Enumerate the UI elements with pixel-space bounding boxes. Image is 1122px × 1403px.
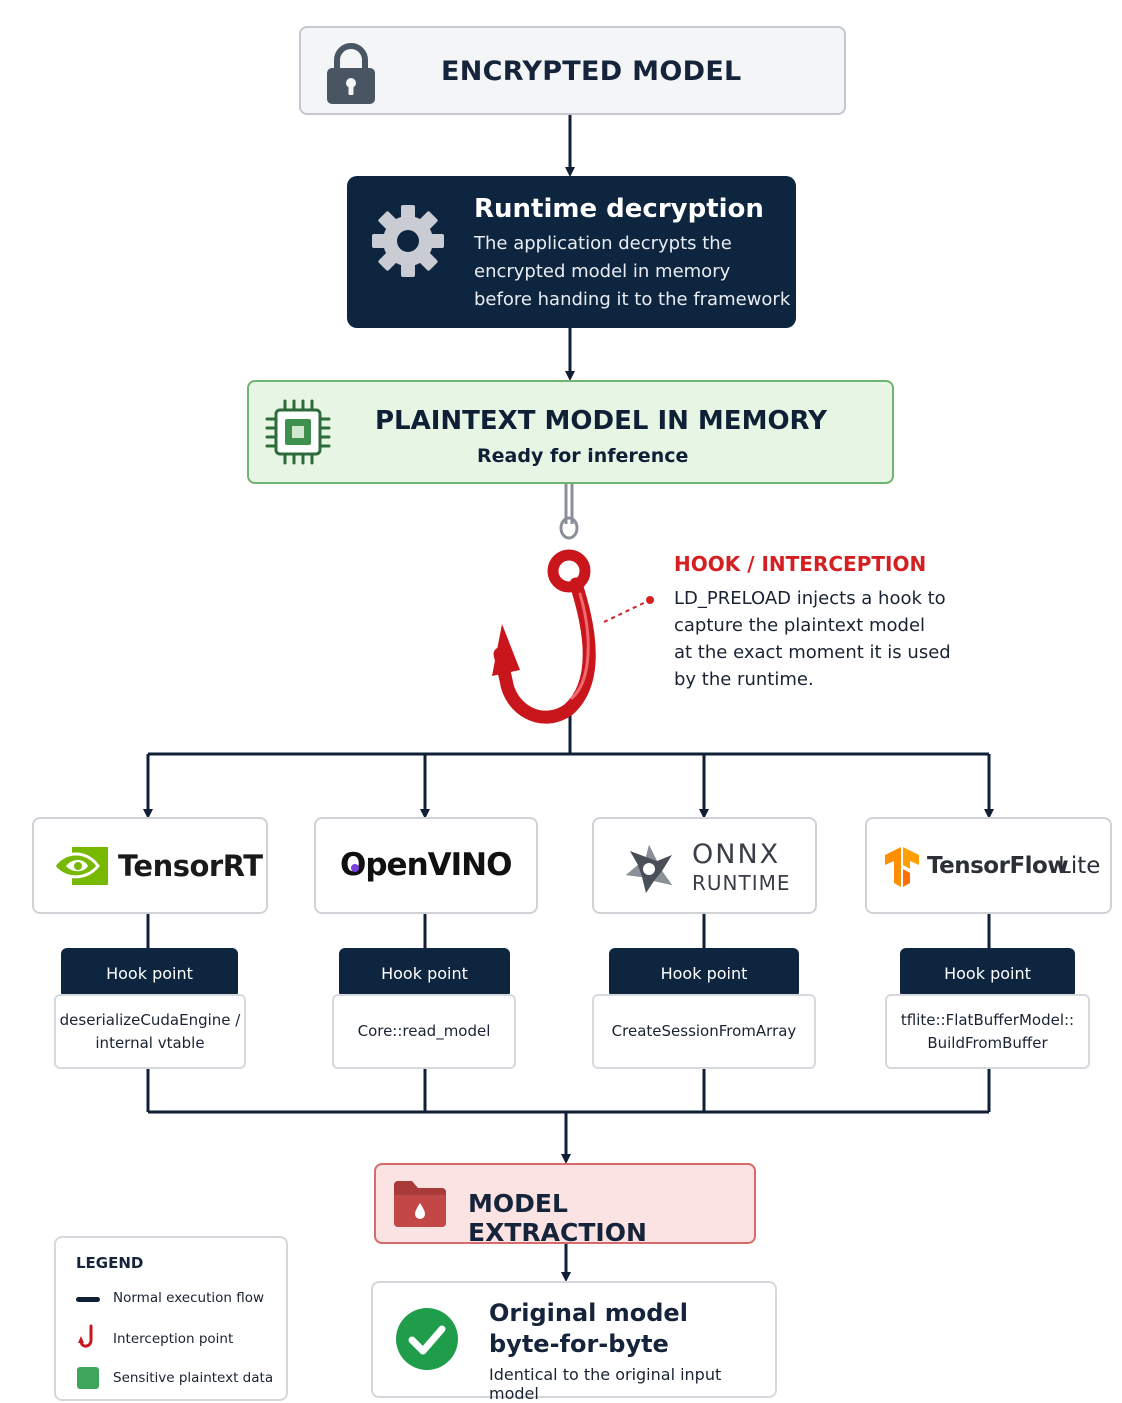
original-model-title-line2: byte-for-byte bbox=[489, 1330, 669, 1358]
runtime-decryption-box: Runtime decryption The application decry… bbox=[347, 176, 796, 328]
hook-function-onnx: CreateSessionFromArray bbox=[592, 994, 816, 1069]
legend-title: LEGEND bbox=[76, 1254, 144, 1272]
tensorflow-label: TensorFlow bbox=[927, 853, 1069, 879]
hook-function-line: CreateSessionFromArray bbox=[611, 1022, 797, 1040]
legend-item-flow: Normal execution flow bbox=[113, 1290, 265, 1306]
plaintext-model-subtitle: Ready for inference bbox=[477, 445, 689, 467]
flow-line-icon bbox=[76, 1297, 100, 1302]
check-circle-icon bbox=[396, 1308, 458, 1370]
legend-item-sensitive-data: Sensitive plaintext data bbox=[113, 1370, 274, 1386]
legend-item-interception: Interception point bbox=[113, 1331, 234, 1347]
runtime-decryption-title: Runtime decryption bbox=[474, 194, 764, 224]
chip-icon bbox=[265, 399, 331, 465]
hook-description-line: LD_PRELOAD injects a hook to bbox=[674, 588, 946, 609]
green-square-icon bbox=[77, 1367, 99, 1389]
hook-function-line: internal vtable bbox=[95, 1033, 205, 1052]
hook-point-badge-tflite: Hook point bbox=[900, 948, 1075, 998]
plaintext-model-title: PLAINTEXT MODEL IN MEMORY bbox=[375, 406, 827, 436]
hook-function-line: tflite::FlatBufferModel:: bbox=[900, 1010, 1075, 1029]
hook-description-line: at the exact moment it is used bbox=[674, 642, 951, 663]
folder-icon bbox=[394, 1181, 446, 1227]
encrypted-model-box: ENCRYPTED MODEL bbox=[299, 26, 846, 115]
framework-tensorflow-lite: TensorFlow Lite bbox=[865, 817, 1112, 914]
fishhook-icon bbox=[492, 484, 596, 724]
hook-point-badge-tensorrt: Hook point bbox=[61, 948, 238, 998]
hook-interception-title: HOOK / INTERCEPTION bbox=[674, 552, 927, 576]
decryption-text-line: The application decrypts the bbox=[474, 233, 732, 254]
gear-icon bbox=[372, 205, 444, 277]
tflite-lite-label: Lite bbox=[1058, 853, 1101, 879]
hook-description-line: capture the plaintext model bbox=[674, 615, 926, 636]
hook-function-line: BuildFromBuffer bbox=[927, 1033, 1048, 1052]
onnx-label: ONNX bbox=[692, 839, 781, 870]
fishhook-icon bbox=[78, 1324, 93, 1348]
model-extraction-box: MODEL EXTRACTION bbox=[374, 1163, 756, 1247]
lock-icon bbox=[327, 43, 375, 104]
framework-openvino: OpenVINO bbox=[314, 817, 538, 914]
tensorflow-logo-icon bbox=[885, 847, 919, 887]
framework-onnx-runtime: ONNX RUNTIME bbox=[592, 817, 817, 914]
original-model-box: Original model byte-for-byte Identical t… bbox=[371, 1281, 777, 1403]
decryption-text-line: encrypted model in memory bbox=[474, 261, 731, 282]
legend-box: LEGEND Normal execution flow Interceptio… bbox=[54, 1236, 288, 1401]
tensorrt-label: TensorRT bbox=[118, 849, 263, 883]
decryption-text-line: before handing it to the framework bbox=[474, 289, 791, 310]
original-model-subtitle: Identical to the original input model bbox=[489, 1365, 722, 1403]
hook-point-badge-openvino: Hook point bbox=[339, 948, 510, 998]
hook-function-line: deserializeCudaEngine / bbox=[59, 1010, 241, 1029]
hook-function-tflite: tflite::FlatBufferModel:: BuildFromBuffe… bbox=[885, 994, 1090, 1069]
framework-tensorrt: TensorRT bbox=[32, 817, 268, 914]
encrypted-model-title: ENCRYPTED MODEL bbox=[441, 56, 742, 87]
hook-description-line: by the runtime. bbox=[674, 669, 814, 690]
hook-function-line: Core::read_model bbox=[357, 1022, 491, 1040]
model-extraction-title: MODEL EXTRACTION bbox=[468, 1189, 647, 1247]
onnx-logo-icon bbox=[626, 845, 672, 893]
nvidia-logo-icon bbox=[54, 847, 108, 885]
openvino-dot-icon bbox=[351, 864, 359, 872]
original-model-title-line1: Original model bbox=[489, 1299, 688, 1327]
hook-function-openvino: Core::read_model bbox=[332, 994, 516, 1069]
hook-point-badge-onnx: Hook point bbox=[609, 948, 799, 998]
hook-function-tensorrt: deserializeCudaEngine / internal vtable bbox=[54, 994, 246, 1069]
runtime-label: RUNTIME bbox=[692, 871, 791, 895]
openvino-label: OpenVINO bbox=[340, 847, 512, 883]
plaintext-model-box: PLAINTEXT MODEL IN MEMORY Ready for infe… bbox=[247, 380, 894, 484]
